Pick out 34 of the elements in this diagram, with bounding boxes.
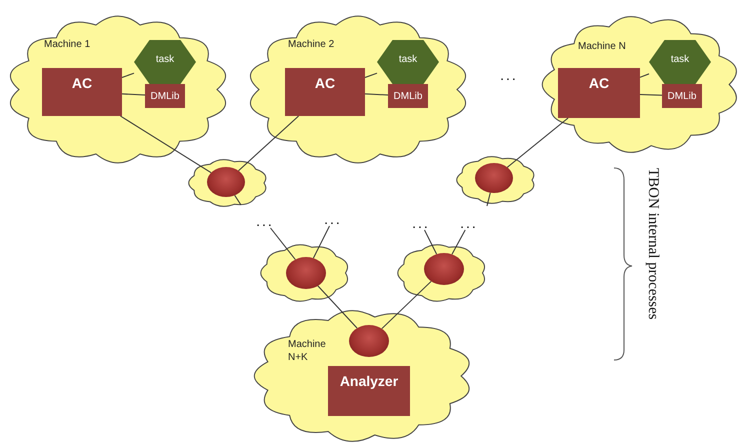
connector-line [270,228,296,260]
machine-label: Machine N+K [288,338,327,364]
connector-line [317,285,358,329]
ellipsis-text: ... [456,216,482,230]
connector-line [486,192,491,206]
component-box: DMLib [145,84,185,108]
ellipsis-text: ... [499,68,519,82]
connector-line [312,226,330,259]
ellipsis-text: ... [252,214,278,228]
connector-line [364,93,388,96]
connector-line [452,230,466,255]
connector-line [640,94,662,96]
connector-line [640,73,650,78]
connector-line [122,93,146,96]
connector-line [122,72,134,78]
connector-line [381,280,432,330]
brace-label: TBON internal processes [644,168,661,320]
machine-label: Machine N [578,40,626,53]
connector-line [424,230,438,255]
component-box: AC [42,68,122,116]
machine-label: Machine 2 [288,38,334,51]
ellipsis-text: ... [408,216,434,230]
connector-line [234,194,242,206]
component-box: AC [558,68,640,118]
machine-label: Machine 1 [44,38,90,51]
connector-line [120,116,212,174]
ellipsis-text: ... [320,212,346,226]
component-box: DMLib [662,84,702,108]
component-box: AC [285,68,365,116]
connector-line [238,116,300,172]
component-box: Analyzer [328,366,410,416]
component-box: DMLib [388,84,428,108]
connector-line [364,72,378,78]
connector-line [506,118,569,168]
